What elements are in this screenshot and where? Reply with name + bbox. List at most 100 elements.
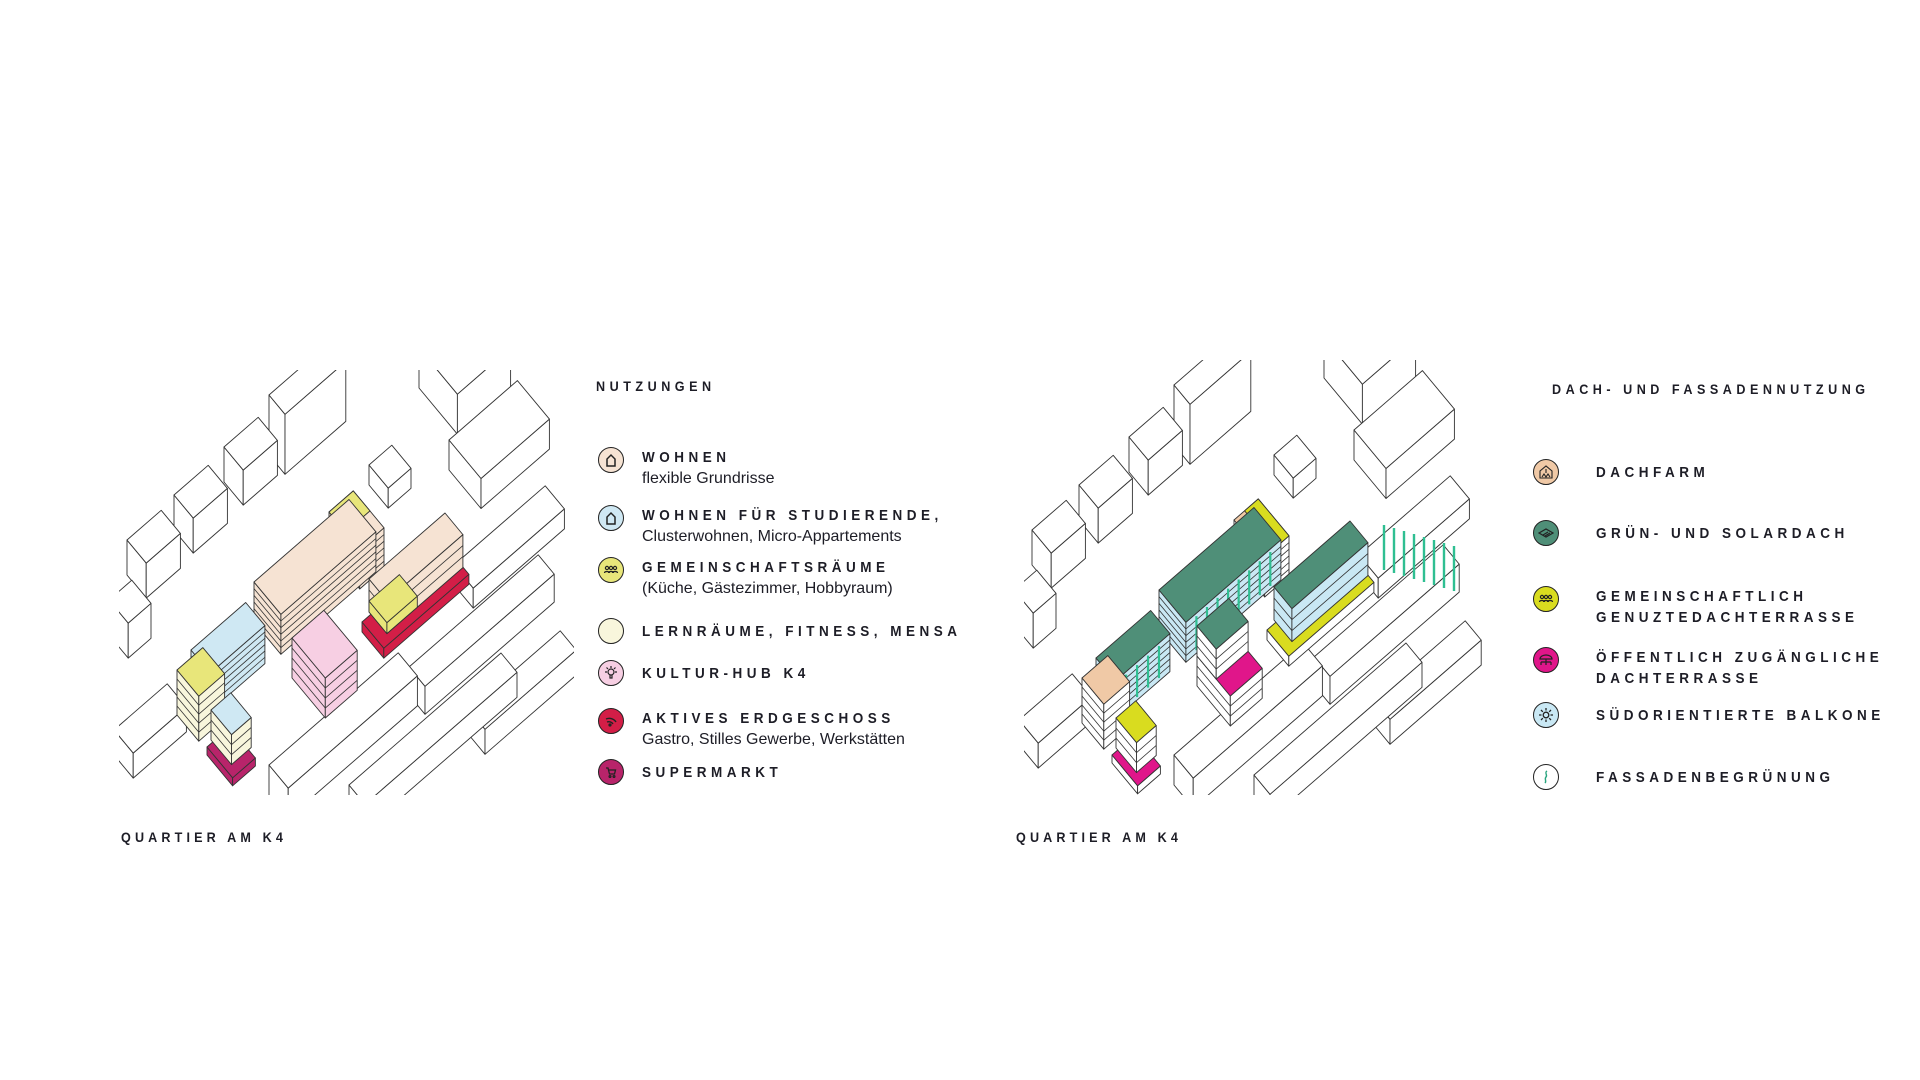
- legend-heading: SUPERMARKT: [642, 763, 783, 781]
- solar-panel-icon: [1533, 520, 1559, 546]
- floor-line: [176, 705, 200, 733]
- floor-line: [291, 667, 326, 709]
- kultur-hub-building-roof: [291, 609, 358, 679]
- context-building-roof: [1273, 434, 1317, 479]
- context-building-roof: [448, 380, 550, 479]
- floor-line: [1196, 635, 1217, 660]
- blank-icon: [598, 618, 624, 644]
- legend-item: AKTIVES ERDGESCHOSS Gastro, Stilles Gewer…: [598, 708, 923, 751]
- legend-heading: LERNRÄUME, FITNESS, MENSA: [642, 622, 962, 640]
- floor-line: [231, 727, 252, 745]
- house-icon: [598, 447, 624, 473]
- floor-line: [1158, 596, 1187, 630]
- usage-axonometric-map: [119, 370, 574, 795]
- context-building-roof: [126, 509, 181, 564]
- wohnen-building-roof: [253, 499, 377, 615]
- legend-item: SÜDORIENTIERTE BALKONE: [1533, 702, 1917, 728]
- wifi-icon: [598, 708, 624, 734]
- legend-item: LERNRÄUME, FITNESS, MENSA: [598, 618, 997, 644]
- floor-line: [253, 588, 282, 622]
- floor-line: [1158, 603, 1187, 636]
- floor-line: [291, 657, 326, 699]
- legend-heading: WOHNEN FÜR STUDIERENDE,: [642, 507, 943, 524]
- context-building-roof: [436, 370, 486, 395]
- legend-item: GRÜN- UND SOLARDACH: [1533, 520, 1877, 546]
- floor-line: [1273, 608, 1293, 631]
- context-building-roof: [1253, 642, 1423, 795]
- context-building-roof: [408, 554, 555, 687]
- context-building-roof: [1031, 499, 1086, 554]
- gemeinschaft-floor-roof: [368, 574, 418, 624]
- legend-title-nutzungen: NUTZUNGEN: [596, 378, 716, 394]
- legend-heading: FASSADENBEGRÜNUNG: [1596, 768, 1835, 786]
- legend-heading: SÜDORIENTIERTE BALKONE: [1596, 706, 1885, 724]
- floor-line: [1103, 699, 1130, 723]
- legend-description: Clusterwohnen, Micro-Appartements: [642, 528, 902, 545]
- floor-line: [1273, 597, 1293, 620]
- greenhouse-icon: [1533, 459, 1559, 485]
- floor-line: [176, 687, 200, 715]
- terrace-wing-roof: [1115, 700, 1157, 744]
- floor-line: [1081, 713, 1105, 741]
- legend-item: GEMEINSCHAFTSRÄUME(Küche, Gästezimmer, H…: [598, 557, 917, 600]
- green-roof-building-roof: [1158, 507, 1282, 623]
- floor-line: [210, 719, 232, 745]
- floor-line: [253, 601, 282, 635]
- floor-line: [291, 647, 326, 689]
- floor-line: [1081, 686, 1105, 714]
- legend-heading: DACHFARM: [1596, 463, 1710, 481]
- vine-icon: [1533, 764, 1559, 790]
- context-building-roof: [1358, 475, 1470, 579]
- floor-line: [1136, 745, 1157, 763]
- floor-line: [1230, 688, 1263, 717]
- legend-heading: ÖFFENTLICH ZUGÄNGLICHE: [1596, 649, 1884, 666]
- legend-item: DACHFARM: [1533, 459, 1722, 485]
- floor-line: [1103, 690, 1130, 714]
- context-building-roof: [1353, 370, 1455, 469]
- legend-item: WOHNEN FÜR STUDIERENDE, Clusterwohnen, Mi…: [598, 505, 976, 548]
- floor-line: [325, 670, 358, 699]
- floor-line: [280, 551, 377, 635]
- legend-description: Gastro, Stilles Gewerbe, Werkstätten: [642, 731, 905, 748]
- map-caption-right: QUARTIER AM K4: [1016, 829, 1183, 845]
- context-building-roof: [119, 579, 152, 624]
- floor-line: [176, 678, 200, 706]
- context-building-roof: [368, 444, 412, 489]
- context-building-roof: [1024, 569, 1057, 614]
- floor-line: [280, 544, 377, 628]
- green-roof-pavilion-roof: [1196, 597, 1249, 650]
- people-icon: [1533, 586, 1559, 612]
- floor-line: [176, 696, 200, 724]
- floor-line: [325, 680, 358, 709]
- legend-heading: AKTIVES ERDGESCHOSS: [642, 710, 895, 727]
- sun-icon: [1533, 702, 1559, 728]
- floor-line: [1215, 631, 1249, 660]
- floor-line: [1136, 735, 1157, 753]
- floor-line: [325, 660, 358, 689]
- context-building-roof: [1173, 360, 1242, 405]
- dachfarm-corner-roof: [1081, 655, 1131, 705]
- floor-line: [1230, 678, 1263, 707]
- floor-line: [1115, 727, 1137, 753]
- green-roof-building-east-roof: [1273, 520, 1369, 610]
- floor-line: [1215, 641, 1249, 670]
- table-umbrella-icon: [1533, 647, 1559, 673]
- context-building-roof: [1078, 454, 1133, 509]
- lightbulb-icon: [598, 660, 624, 686]
- floor-line: [1185, 546, 1282, 630]
- floor-line: [231, 737, 252, 755]
- context-building-roof: [1128, 406, 1183, 461]
- context-building-front: [284, 370, 347, 475]
- context-building-roof: [268, 370, 337, 415]
- floor-line: [198, 682, 225, 706]
- context-building-roof: [348, 652, 518, 795]
- cart-icon: [598, 759, 624, 785]
- legend-description: (Küche, Gästezimmer, Hobbyraum): [642, 580, 893, 597]
- roof-facade-axonometric-map: [1024, 360, 1499, 795]
- floor-line: [198, 691, 225, 715]
- floor-line: [1196, 665, 1231, 707]
- legend-title-dach-fassade: DACH- UND FASSADENNUTZUNG: [1552, 381, 1870, 397]
- legend-heading-line2: DACHTERRASSE: [1596, 670, 1763, 687]
